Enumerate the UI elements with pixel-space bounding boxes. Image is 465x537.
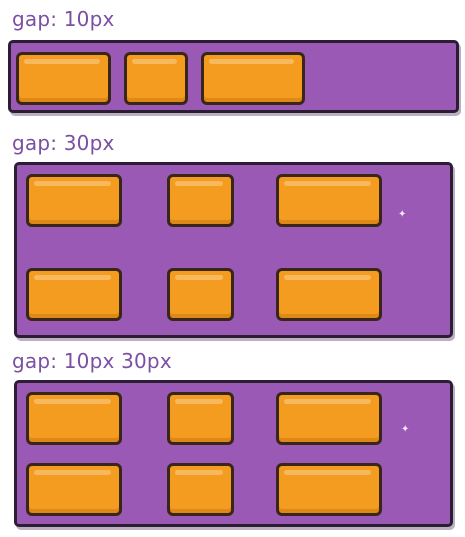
grid-item: [167, 174, 234, 227]
grid-item: [276, 268, 382, 321]
grid-item: [276, 392, 382, 445]
grid-item: [26, 268, 122, 321]
sparkle-decoration: ✦: [398, 209, 407, 220]
grid-container-gap-30: ✦: [14, 162, 453, 338]
grid-item: [26, 174, 122, 227]
grid-item: [167, 392, 234, 445]
example-1-label: gap: 10px: [12, 7, 115, 31]
flex-container-gap-10: [8, 40, 459, 113]
grid-container-gap-10-30: ✦: [14, 380, 453, 527]
grid-item: [26, 392, 122, 445]
grid-item: [26, 463, 122, 516]
grid-item: [167, 268, 234, 321]
grid-item: [167, 463, 234, 516]
grid-item: [276, 463, 382, 516]
example-3-label: gap: 10px 30px: [12, 349, 172, 373]
grid-item: [276, 174, 382, 227]
sparkle-decoration: ✦: [401, 424, 410, 435]
flex-item: [16, 52, 111, 105]
flex-item: [124, 52, 188, 105]
example-2-label: gap: 30px: [12, 131, 115, 155]
flex-item: [201, 52, 305, 105]
